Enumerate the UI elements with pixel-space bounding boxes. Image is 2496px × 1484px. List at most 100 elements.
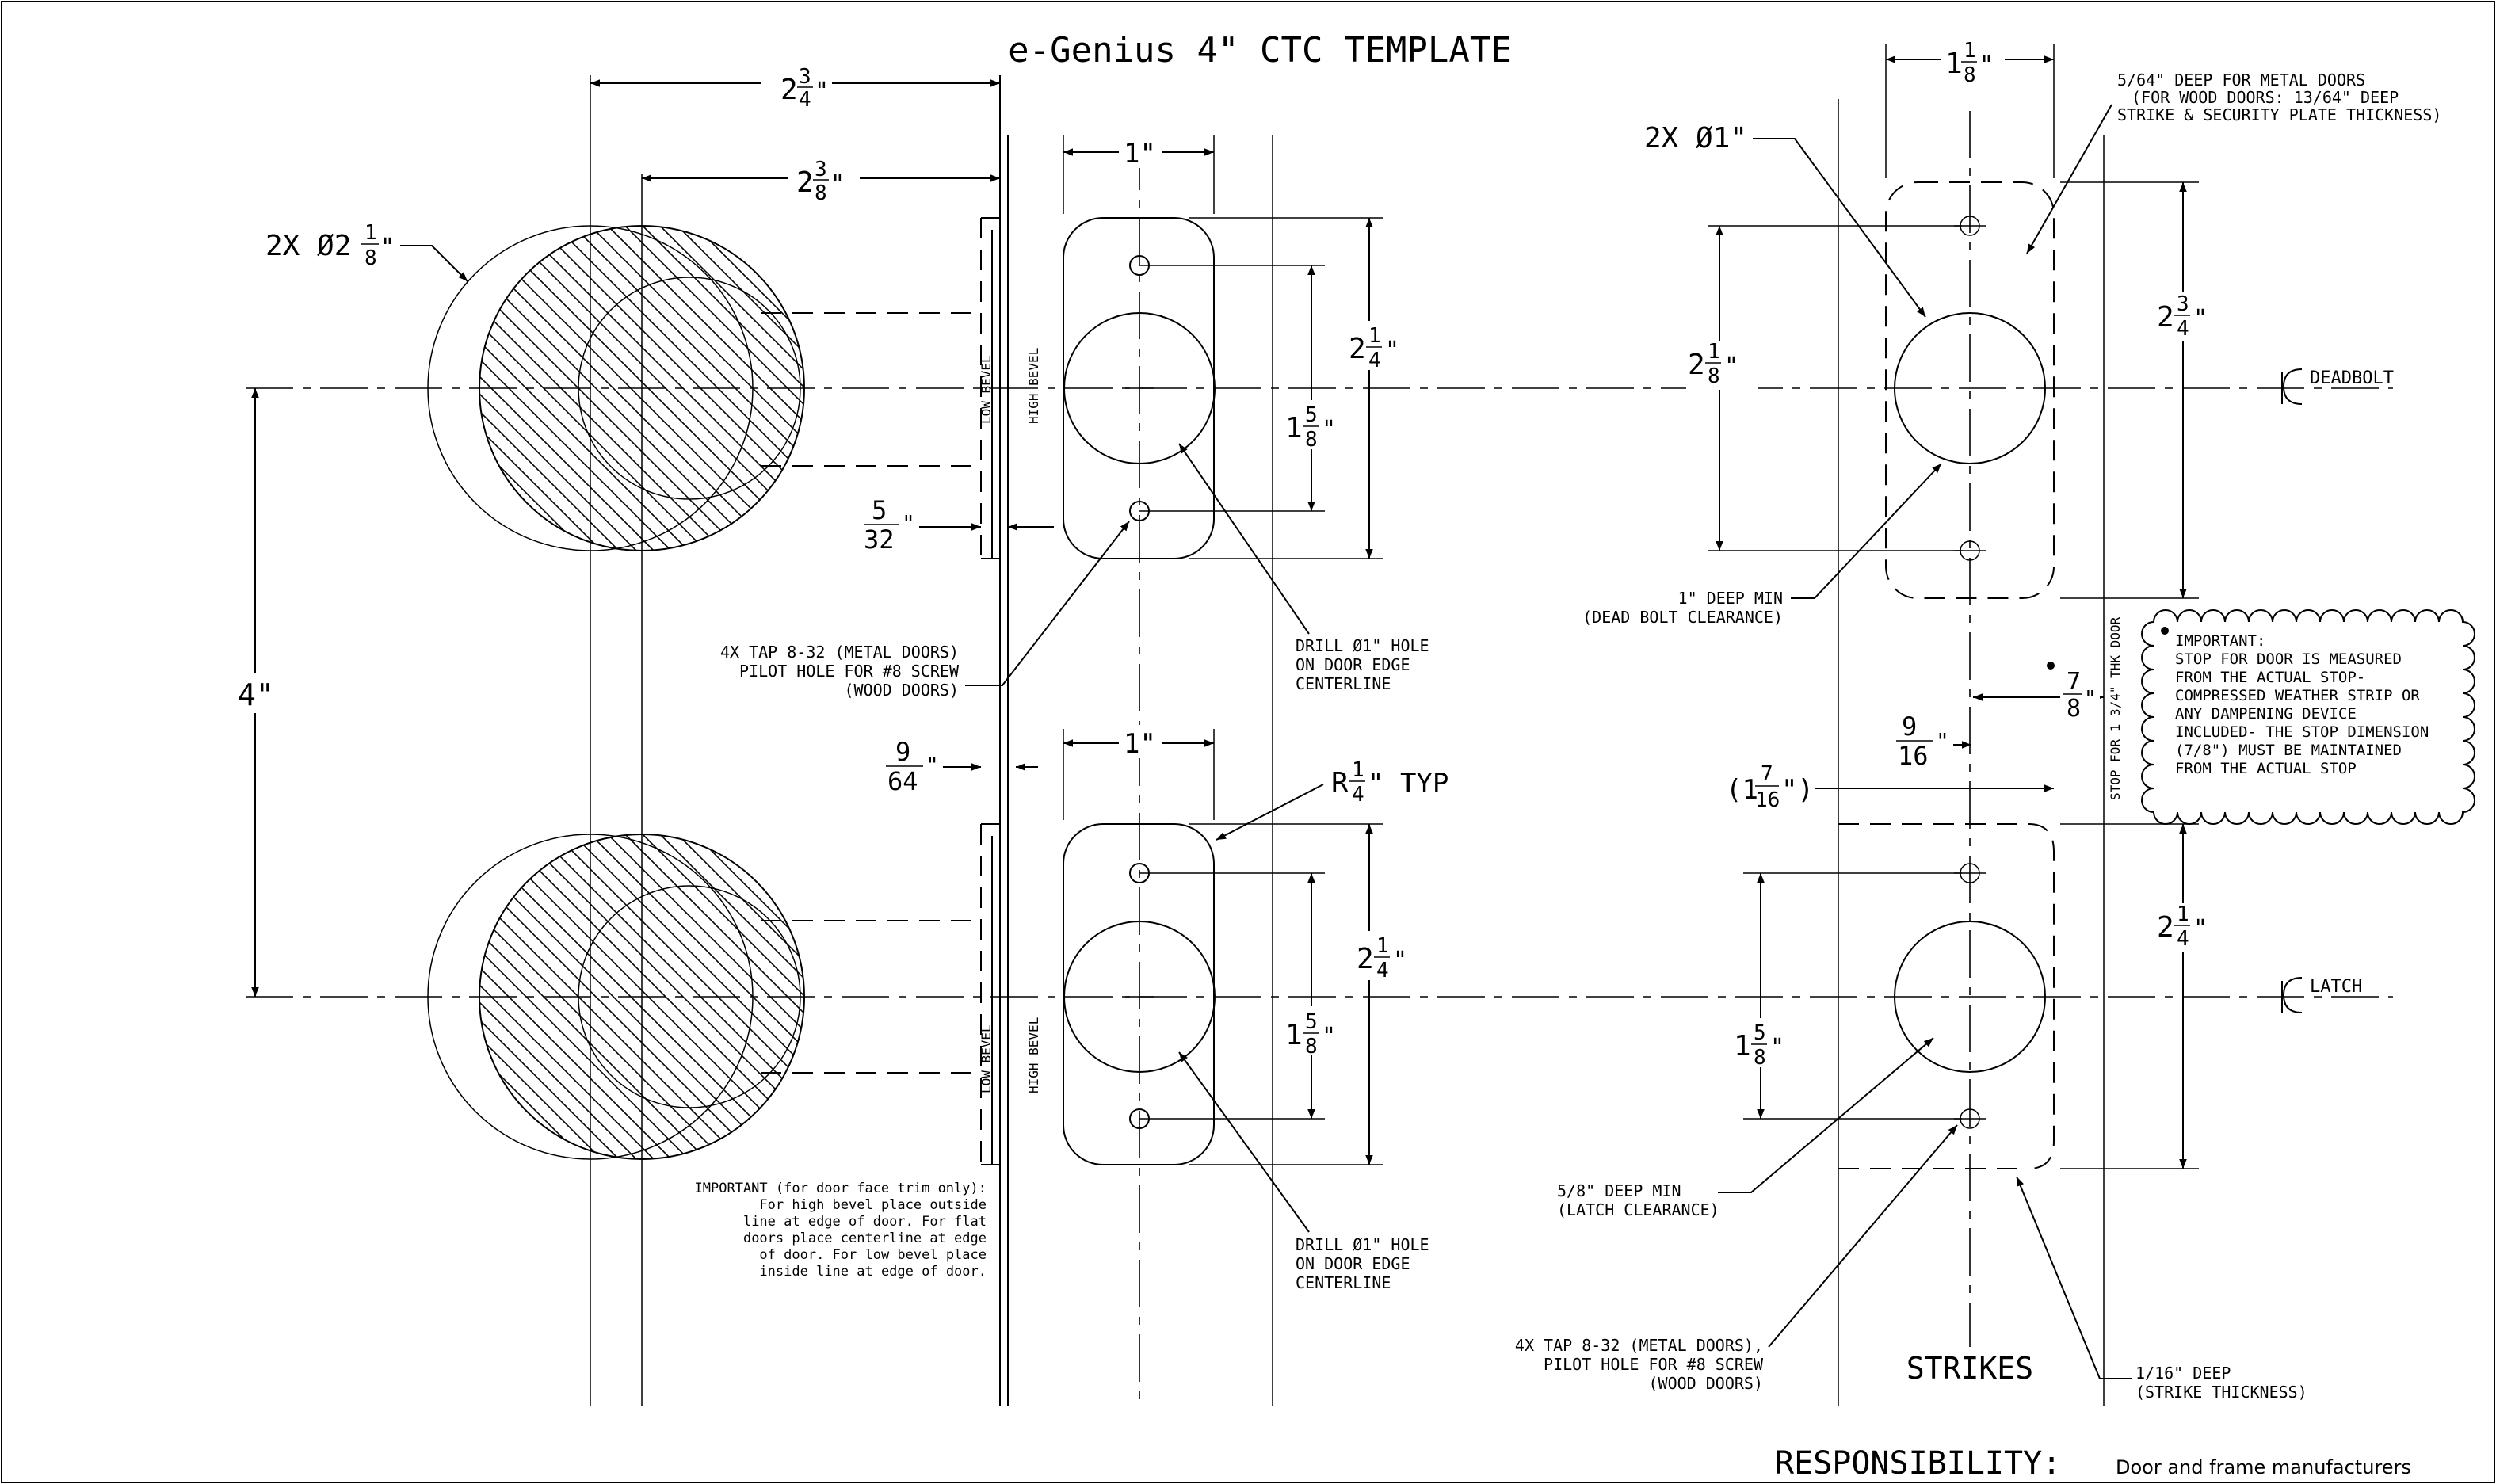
note-deep-1: 1" DEEP MIN (DEAD BOLT CLEARANCE) [1582, 589, 1783, 627]
svg-text:INCLUDED- THE STOP DIMENSION: INCLUDED- THE STOP DIMENSION [2175, 723, 2429, 741]
bevel-plate-bottom [980, 823, 1000, 1165]
svg-text:1: 1 [1964, 39, 1976, 63]
svg-text:1: 1 [1945, 48, 1963, 80]
note-important-stop-cloud [2141, 609, 2475, 825]
svg-text:4: 4 [2177, 927, 2189, 951]
high-bevel-top: HIGH BEVEL [1026, 348, 1041, 424]
svg-text:STOP FOR DOOR IS MEASURED: STOP FOR DOOR IS MEASURED [2175, 650, 2402, 668]
svg-text:": " [1322, 416, 1336, 444]
svg-text:8: 8 [815, 181, 827, 205]
svg-text:5: 5 [872, 495, 887, 525]
svg-text:1/16" DEEP: 1/16" DEEP [2135, 1364, 2231, 1383]
svg-text:5/8" DEEP MIN: 5/8" DEEP MIN [1557, 1181, 1681, 1200]
svg-text:": " [926, 752, 939, 778]
dim-2-1-8: 2 1 8 " [1686, 340, 1758, 390]
dim-2-3-4-top: 2 3 4 " [780, 65, 829, 112]
svg-text:3: 3 [2177, 292, 2189, 316]
svg-text:2: 2 [1349, 333, 1366, 365]
dim-1-in-bottom: 1" [1124, 728, 1156, 760]
svg-text:3: 3 [799, 65, 811, 89]
svg-text:": " [2193, 305, 2208, 333]
svg-text:7: 7 [2067, 668, 2081, 696]
latch-centerline-symbol [2281, 977, 2303, 1013]
high-bevel-bottom: HIGH BEVEL [1026, 1017, 1041, 1093]
dim-1-5-8-bottom: 1 5 8 " [1284, 1006, 1343, 1059]
svg-text:ON DOOR EDGE: ON DOOR EDGE [1296, 1254, 1410, 1273]
svg-text:4: 4 [1368, 349, 1381, 372]
deadbolt-centerline-symbol [2281, 368, 2303, 405]
svg-text:inside line at edge of door.: inside line at edge of door. [759, 1264, 987, 1280]
dim-1-7-16: (1 7 16 ") [1726, 762, 1814, 812]
label-latch: LATCH [2310, 977, 2362, 997]
svg-text:For high bevel place outside: For high bevel place outside [759, 1197, 987, 1213]
svg-text:9: 9 [895, 737, 910, 767]
svg-text:ON DOOR EDGE: ON DOOR EDGE [1296, 655, 1410, 674]
label-deadbolt: DEADBOLT [2310, 368, 2394, 388]
svg-text:of door. For low bevel place: of door. For low bevel place [759, 1247, 987, 1263]
svg-text:": " [1322, 1023, 1336, 1051]
svg-text:8: 8 [1305, 428, 1318, 452]
svg-text:(7/8") MUST BE MAINTAINED: (7/8") MUST BE MAINTAINED [2175, 742, 2402, 759]
svg-text:": " [1936, 728, 1949, 754]
svg-text:FROM THE ACTUAL STOP: FROM THE ACTUAL STOP [2175, 760, 2357, 777]
label-responsibility: RESPONSIBILITY: [1775, 1445, 2061, 1482]
note-drill-top: DRILL Ø1" HOLE ON DOOR EDGE CENTERLINE [1296, 636, 1429, 693]
svg-text:": " [902, 510, 915, 536]
dim-2-1-4-right: 2 1 4 " [2155, 902, 2219, 952]
svg-text:2X Ø2: 2X Ø2 [265, 230, 351, 262]
svg-text:4: 4 [2177, 317, 2189, 341]
svg-text:line at edge of door. For flat: line at edge of door. For flat [743, 1214, 987, 1230]
label-stop-vertical: STOP FOR 1 3/4" THK DOOR [2108, 616, 2123, 800]
svg-text:CENTERLINE: CENTERLINE [1296, 1273, 1391, 1292]
svg-text:doors place centerline at edge: doors place centerline at edge [743, 1230, 987, 1246]
dim-5-32: 5 32 " [864, 495, 915, 555]
dim-radius-1-4: R 1 4 " TYP [1331, 758, 1448, 807]
svg-text:"): ") [1781, 774, 1814, 806]
svg-text:2: 2 [2157, 301, 2174, 334]
svg-text:5: 5 [1305, 403, 1318, 427]
label-strikes: STRIKES [1906, 1351, 2033, 1386]
dim-1-in-top: 1" [1124, 138, 1156, 170]
svg-text:8: 8 [1754, 1046, 1766, 1070]
svg-text:5: 5 [1754, 1021, 1766, 1045]
svg-text:DRILL Ø1" HOLE: DRILL Ø1" HOLE [1296, 636, 1429, 655]
svg-text:(WOOD DOORS): (WOOD DOORS) [845, 681, 960, 700]
dim-9-64: 9 64 " [886, 737, 939, 796]
svg-text:(FOR WOOD DOORS: 13/64" DEEP: (FOR WOOD DOORS: 13/64" DEEP [2132, 88, 2399, 107]
svg-text:": " [1770, 1034, 1784, 1062]
svg-text:16: 16 [1898, 741, 1929, 771]
svg-text:COMPRESSED WEATHER STRIP OR: COMPRESSED WEATHER STRIP OR [2175, 687, 2420, 704]
svg-text:(WOOD DOORS): (WOOD DOORS) [1649, 1374, 1764, 1393]
page-title: e-Genius 4" CTC TEMPLATE [1008, 30, 1512, 71]
dim-2x-dia-1: 2X Ø1" [1644, 122, 1747, 155]
svg-text:4: 4 [1352, 783, 1364, 807]
svg-text:": " [380, 234, 395, 261]
svg-text:2: 2 [780, 74, 798, 106]
svg-text:": " [1393, 947, 1407, 975]
svg-text:(DEAD BOLT CLEARANCE): (DEAD BOLT CLEARANCE) [1582, 608, 1783, 627]
dim-2-3-4-right: 2 3 4 " [2155, 292, 2219, 341]
note-important-face: IMPORTANT (for door face trim only): For… [695, 1181, 987, 1280]
note-tap-right: 4X TAP 8-32 (METAL DOORS), PILOT HOLE FO… [1515, 1336, 1764, 1393]
svg-text:4: 4 [799, 88, 811, 112]
svg-text:" TYP: " TYP [1368, 768, 1448, 799]
dim-2-1-4-top: 2 1 4 " [1347, 321, 1414, 372]
svg-text:8: 8 [1305, 1035, 1318, 1059]
svg-text:16: 16 [1755, 788, 1780, 812]
svg-text:CENTERLINE: CENTERLINE [1296, 674, 1391, 693]
svg-text:8: 8 [2067, 695, 2081, 723]
dim-9-16: 9 16 " [1896, 711, 1949, 771]
edge-plate-top [1063, 143, 1216, 1406]
note-deep-5-8: 5/8" DEEP MIN (LATCH CLEARANCE) [1557, 1181, 1719, 1219]
svg-text:32: 32 [864, 525, 895, 555]
note-drill-bottom: DRILL Ø1" HOLE ON DOOR EDGE CENTERLINE [1296, 1235, 1429, 1292]
svg-text:9: 9 [1902, 711, 1917, 742]
dim-2-3-8: 2 3 8 " [796, 158, 845, 205]
responsibility-text: Door and frame manufacturers [2116, 1456, 2411, 1478]
svg-text:1: 1 [1368, 324, 1381, 348]
dim-7-8: 7 8 " [2060, 666, 2100, 723]
svg-text:5: 5 [1305, 1010, 1318, 1034]
svg-text:(STRIKE THICKNESS): (STRIKE THICKNESS) [2135, 1383, 2307, 1402]
